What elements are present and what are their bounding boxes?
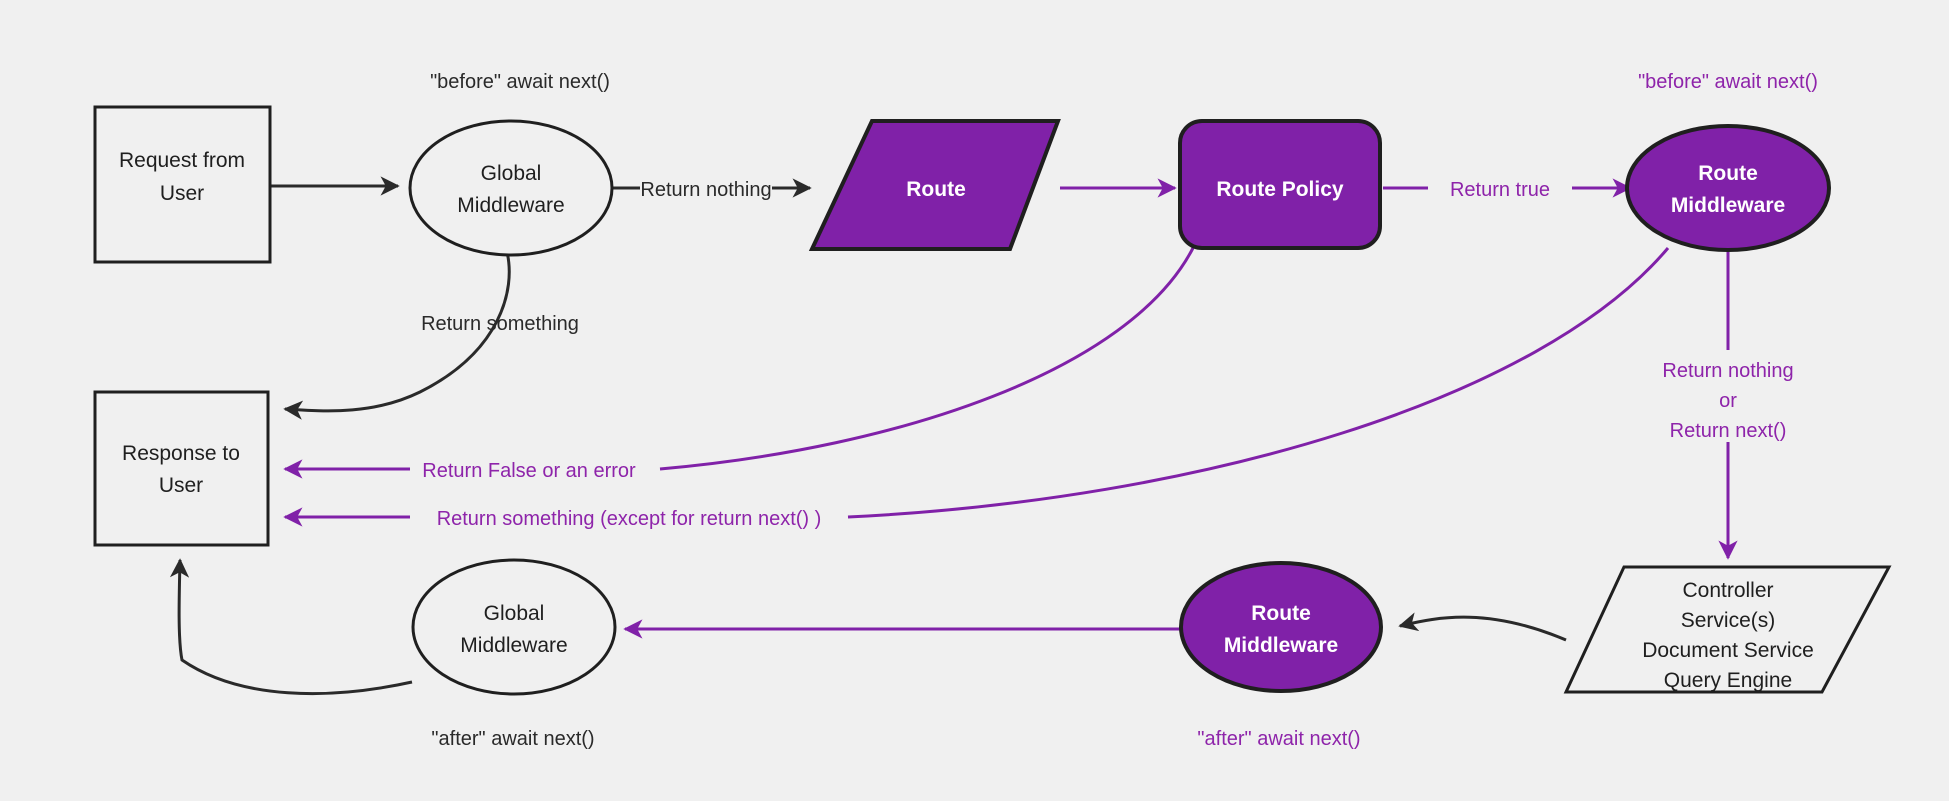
node-global-middleware-top[interactable] [408, 119, 614, 257]
edge-route-policy-to-response-curve [659, 247, 1195, 471]
edge-label-return-true: Return true [1450, 179, 1550, 201]
annotation-after-await-bottom-right: "after" await next() [1197, 728, 1360, 750]
node-request-label-line2: User [160, 182, 204, 205]
node-route-label: Route [906, 178, 966, 201]
edge-global-middleware-bottom-to-response [169, 558, 413, 695]
edge-label-return-false-or-error: Return False or an error [422, 460, 636, 482]
node-controller-label-line1: Controller [1682, 579, 1773, 602]
node-route-middleware-top-label-line2: Middleware [1671, 194, 1785, 217]
node-request-from-user[interactable] [93, 105, 272, 264]
node-route-middleware-top-label-line1: Route [1698, 162, 1758, 185]
node-global-middleware-bottom-label-line1: Global [484, 602, 545, 625]
node-route-middleware-top[interactable] [1625, 124, 1831, 252]
node-route-middleware-bottom-label-line1: Route [1251, 602, 1311, 625]
node-route-policy-label: Route Policy [1216, 178, 1344, 201]
edge-route-middleware-to-response-curve [847, 247, 1670, 519]
node-response-label-line1: Response to [122, 442, 240, 465]
node-global-middleware-bottom[interactable] [411, 558, 617, 696]
node-route-middleware-bottom-label-line2: Middleware [1224, 634, 1338, 657]
edge-label-return-nothing: Return nothing [640, 179, 771, 201]
edge-label-return-something-except: Return something (except for return next… [437, 508, 822, 530]
node-route-policy[interactable] [1178, 119, 1382, 250]
node-request-label-line1: Request from [119, 149, 245, 172]
node-controller-label-line4: Query Engine [1664, 669, 1792, 692]
node-global-middleware-top-label-line1: Global [481, 162, 542, 185]
annotation-before-await-top-left: "before" await next() [430, 71, 610, 93]
edge-controller-to-route-middleware-bottom [1398, 612, 1567, 642]
node-global-middleware-bottom-label-line2: Middleware [460, 634, 567, 657]
node-response-to-user[interactable] [93, 390, 270, 547]
node-controller-services[interactable] [1563, 565, 1892, 694]
edge-label-return-nothing-or-next-line3: Return next() [1670, 420, 1787, 442]
node-route[interactable] [808, 119, 1061, 251]
node-response-label-line2: User [159, 474, 203, 497]
edge-label-return-nothing-or-next-line2: or [1719, 390, 1737, 412]
node-global-middleware-top-label-line2: Middleware [457, 194, 564, 217]
annotation-after-await-bottom-left: "after" await next() [431, 728, 594, 750]
annotation-before-await-top-right: "before" await next() [1638, 71, 1818, 93]
edge-global-middleware-to-response [283, 251, 511, 420]
node-route-middleware-bottom[interactable] [1179, 561, 1383, 693]
edge-label-return-something: Return something [421, 313, 579, 335]
node-controller-label-line2: Service(s) [1681, 609, 1776, 632]
edge-label-return-nothing-or-next-line1: Return nothing [1662, 360, 1793, 382]
node-controller-label-line3: Document Service [1642, 639, 1814, 662]
